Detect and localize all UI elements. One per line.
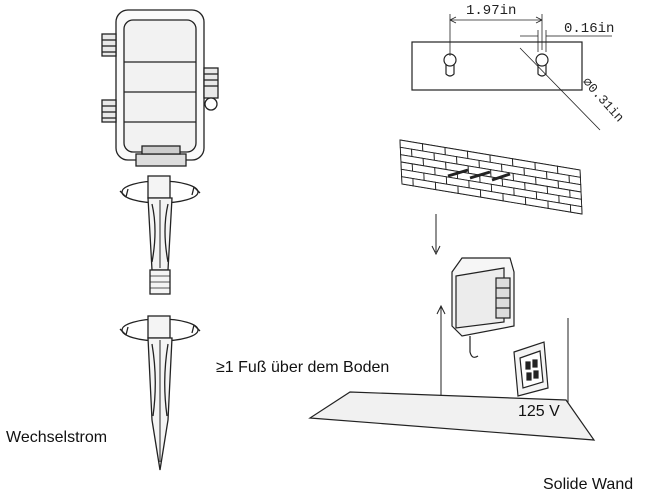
brick [401, 176, 414, 187]
mounted-sensor-unit [451, 257, 515, 358]
ac-label: Wechselstrom [6, 429, 107, 446]
height-note-label: ≥1 Fuß über dem Boden [216, 359, 389, 376]
ground-stake-bottom [147, 315, 173, 471]
ground-plane [308, 391, 596, 441]
height-dimension [436, 304, 446, 410]
down-arrow [431, 214, 441, 256]
voltage-label: 125 V [518, 403, 560, 420]
mounting-template [411, 14, 612, 131]
power-outlet [513, 341, 549, 397]
brick-wall [399, 139, 583, 215]
wall-label: Solide Wand [543, 476, 633, 493]
ground-stake-top [147, 175, 173, 295]
hole-diameter-label: ∅0.31in [579, 75, 627, 126]
brick [569, 204, 583, 215]
sensor-unit [101, 9, 219, 167]
slot-width-label: 0.16in [564, 21, 614, 37]
spacing-label: 1.97in [466, 3, 516, 19]
